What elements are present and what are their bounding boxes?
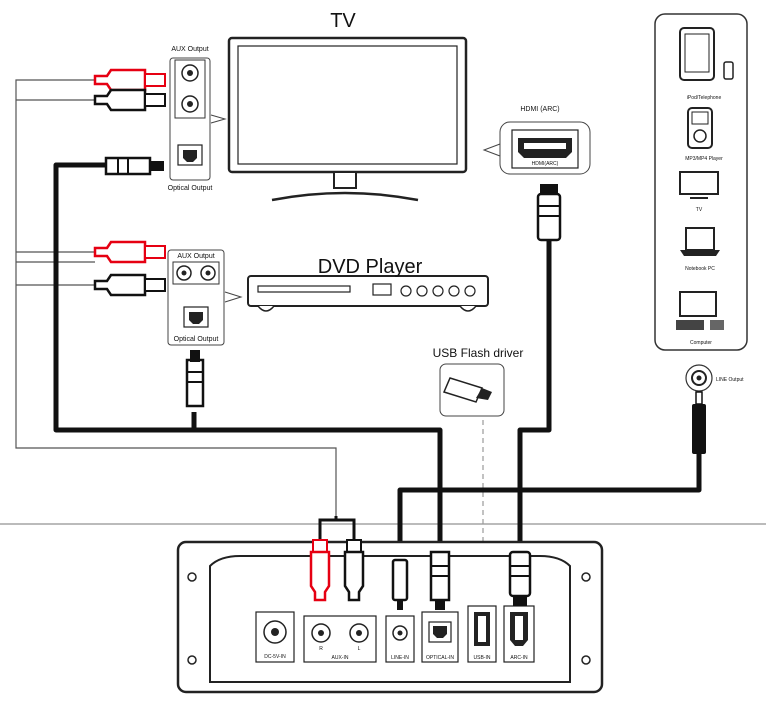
telephone-icon [723,61,734,80]
tv-aux-output-label: AUX Output [171,46,208,53]
small-tv-icon [679,171,719,195]
dvd-button [416,285,428,297]
device-label: Notebook PC [685,266,715,272]
dvd-foot [459,305,477,312]
arc-port-label: ARC-IN [510,655,528,661]
dvd-optical-output-label: Optical Output [174,336,219,343]
dvd-output-panel: AUX Output Optical Output [167,249,243,346]
aux-port-label: AUX-IN [332,655,349,661]
screw [187,572,197,582]
hdmi-cable [517,240,552,552]
dvd-button [448,285,460,297]
rca-split-cable [318,516,356,540]
rca-red-plug-bottom [309,539,331,602]
usb-flash-label: USB Flash driver [433,346,524,360]
line-port-label: LINE-IN [391,655,409,661]
tv-label: TV [330,10,356,32]
tv-panel-pointer [210,114,227,124]
line-in-plug-bottom [391,558,409,610]
line-output-jack: LINE Output [685,364,744,392]
tv-optical-output-label: Optical Output [168,185,213,192]
optical-plug-bottom [429,550,451,610]
usb-flash-drive-icon [442,377,484,403]
dvd-display [372,283,392,296]
dvd-optical-plug [185,350,205,408]
line-output-label: LINE Output [716,377,744,383]
tv: TV [227,10,468,202]
tv-screen [237,45,458,165]
tv-rca-plugs [93,68,166,112]
rca-black-plug-bottom [343,539,365,602]
notebook-icon [685,227,715,251]
dvd-player: DVD Player [247,256,489,312]
soundbar-rear-panel: DC-5V-IN R L AUX-IN LINE-IN OPTICAL-IN U… [176,540,604,694]
line-in-cable [397,452,702,560]
dvd-button [400,285,412,297]
rca-red-plug [93,68,147,92]
hdmi-plug-bottom [508,550,532,606]
dvd-aux-output-label: AUX Output [177,253,214,260]
dc-port-label: DC-5V-IN [264,654,286,660]
rca-black-plug [93,273,147,297]
optical-port-label: OPTICAL-IN [426,655,454,661]
device-label: iPod/Telephone [687,95,722,101]
aux-r-label: R [319,646,323,652]
tv-optical-cable [53,162,443,552]
dvd-button [432,285,444,297]
hdmi-arc-callout: HDMI(ARC) HDMI (ARC) [482,106,591,175]
usb-port-label: USB-IN [474,655,491,661]
rca-black-plug [93,88,147,112]
thick-cables [53,162,702,560]
tv-neck [333,171,357,189]
dvd-button [464,285,476,297]
aux-3-5mm-plug [692,391,706,454]
dvd-tray [257,285,351,293]
usb-flash-callout: USB Flash driver [433,346,524,604]
dvd-rca-plugs [93,240,166,297]
aux-l-label: L [358,646,361,652]
device-label: Computer [690,340,712,346]
tv-output-panel: AUX Output Optical Output [168,46,227,192]
device-label: TV [696,207,703,213]
dvd-foot [257,305,275,312]
source-devices-panel: iPod/Telephone MP3/MP4 Player TV Noteboo… [654,13,748,351]
dvd-label: DVD Player [318,256,423,278]
hdmi-arc-port-label: HDMI(ARC) [532,161,559,167]
computer-icon [679,291,717,317]
rca-red-plug [93,240,147,264]
hdmi-arc-title: HDMI (ARC) [520,106,559,113]
dvd-body [247,275,489,307]
tv-optical-plug [104,156,164,176]
screw [581,572,591,582]
device-label: MP3/MP4 Player [685,156,723,162]
tv-stand [271,191,419,202]
screw [187,655,197,665]
screw [581,655,591,665]
hdmi-plug-top [536,184,562,242]
